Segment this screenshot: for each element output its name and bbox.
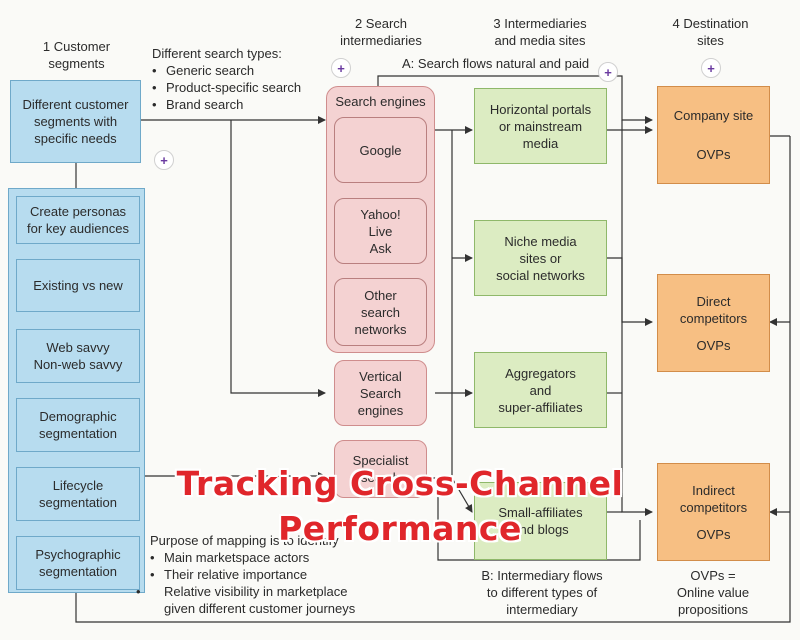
intermediary-small-affiliates: Small-affiliates and blogs — [474, 482, 607, 560]
destination-ovps: OVPs — [696, 526, 731, 542]
search-type-item: Generic search — [152, 62, 301, 79]
flow-a-label: A: Search flows natural and paid — [402, 56, 590, 71]
destination-company-site: Company site OVPs — [657, 86, 770, 184]
search-type-item: Brand search — [152, 96, 301, 113]
search-types-list: Generic search Product-specific search B… — [152, 62, 301, 113]
engine-yahoo-live-ask: Yahoo! Live Ask — [334, 198, 427, 264]
segment-existing-new: Existing vs new — [16, 259, 140, 312]
plus-icon[interactable]: + — [154, 150, 174, 170]
purpose-item: Relative visibility in marketplace given… — [150, 583, 355, 617]
search-type-item: Product-specific search — [152, 79, 301, 96]
segment-personas: Create personas for key audiences — [16, 196, 140, 244]
destination-ovps: OVPs — [696, 337, 731, 353]
purpose-title: Purpose of mapping is to identify — [150, 533, 339, 548]
purpose-item: Their relative importance — [150, 566, 355, 583]
header-intermediaries-media: 3 Intermediaries and media sites — [493, 16, 587, 48]
engine-google: Google — [334, 117, 427, 183]
specialist-search: Specialist search — [334, 440, 427, 498]
header-customer-segments: 1 Customer segments — [42, 39, 111, 71]
ovps-definition: OVPs = Online value propositions — [676, 568, 750, 617]
destination-name: Indirect competitors — [679, 482, 748, 515]
segment-lifecycle: Lifecycle segmentation — [16, 467, 140, 521]
destination-indirect-competitors: Indirect competitors OVPs — [657, 463, 770, 561]
intermediary-aggregators: Aggregators and super-affiliates — [474, 352, 607, 428]
intermediary-niche-media: Niche media sites or social networks — [474, 220, 607, 296]
segment-web-savvy: Web savvy Non-web savvy — [16, 329, 140, 383]
header-destination-sites: 4 Destination sites — [672, 16, 749, 48]
destination-direct-competitors: Direct competitors OVPs — [657, 274, 770, 372]
header-search-intermediaries: 2 Search intermediaries — [340, 16, 422, 48]
overlay-title-line1: Tracking Cross-Channel — [176, 464, 624, 503]
plus-icon[interactable]: + — [598, 62, 618, 82]
destination-ovps: OVPs — [696, 147, 731, 162]
overlay-title-line2: Performance — [278, 509, 522, 548]
vertical-search-engines: Vertical Search engines — [334, 360, 427, 426]
plus-icon[interactable]: + — [331, 58, 351, 78]
plus-icon[interactable]: + — [701, 58, 721, 78]
segment-list-container — [8, 188, 145, 593]
flow-b-label: B: Intermediary flows to different types… — [481, 568, 603, 617]
purpose-list: Main marketspace actors Their relative i… — [150, 549, 355, 617]
purpose-item: Main marketspace actors — [150, 549, 355, 566]
destination-name: Direct competitors — [679, 293, 748, 326]
destination-name: Company site — [673, 108, 754, 123]
intermediary-horizontal-portals: Horizontal portals or mainstream media — [474, 88, 607, 164]
search-types-title: Different search types: — [152, 46, 282, 61]
segment-demographic: Demographic segmentation — [16, 398, 140, 452]
segment-psychographic: Psychographic segmentation — [16, 536, 140, 590]
engine-other-networks: Other search networks — [334, 278, 427, 346]
customer-segments-box: Different customer segments with specifi… — [10, 80, 141, 163]
